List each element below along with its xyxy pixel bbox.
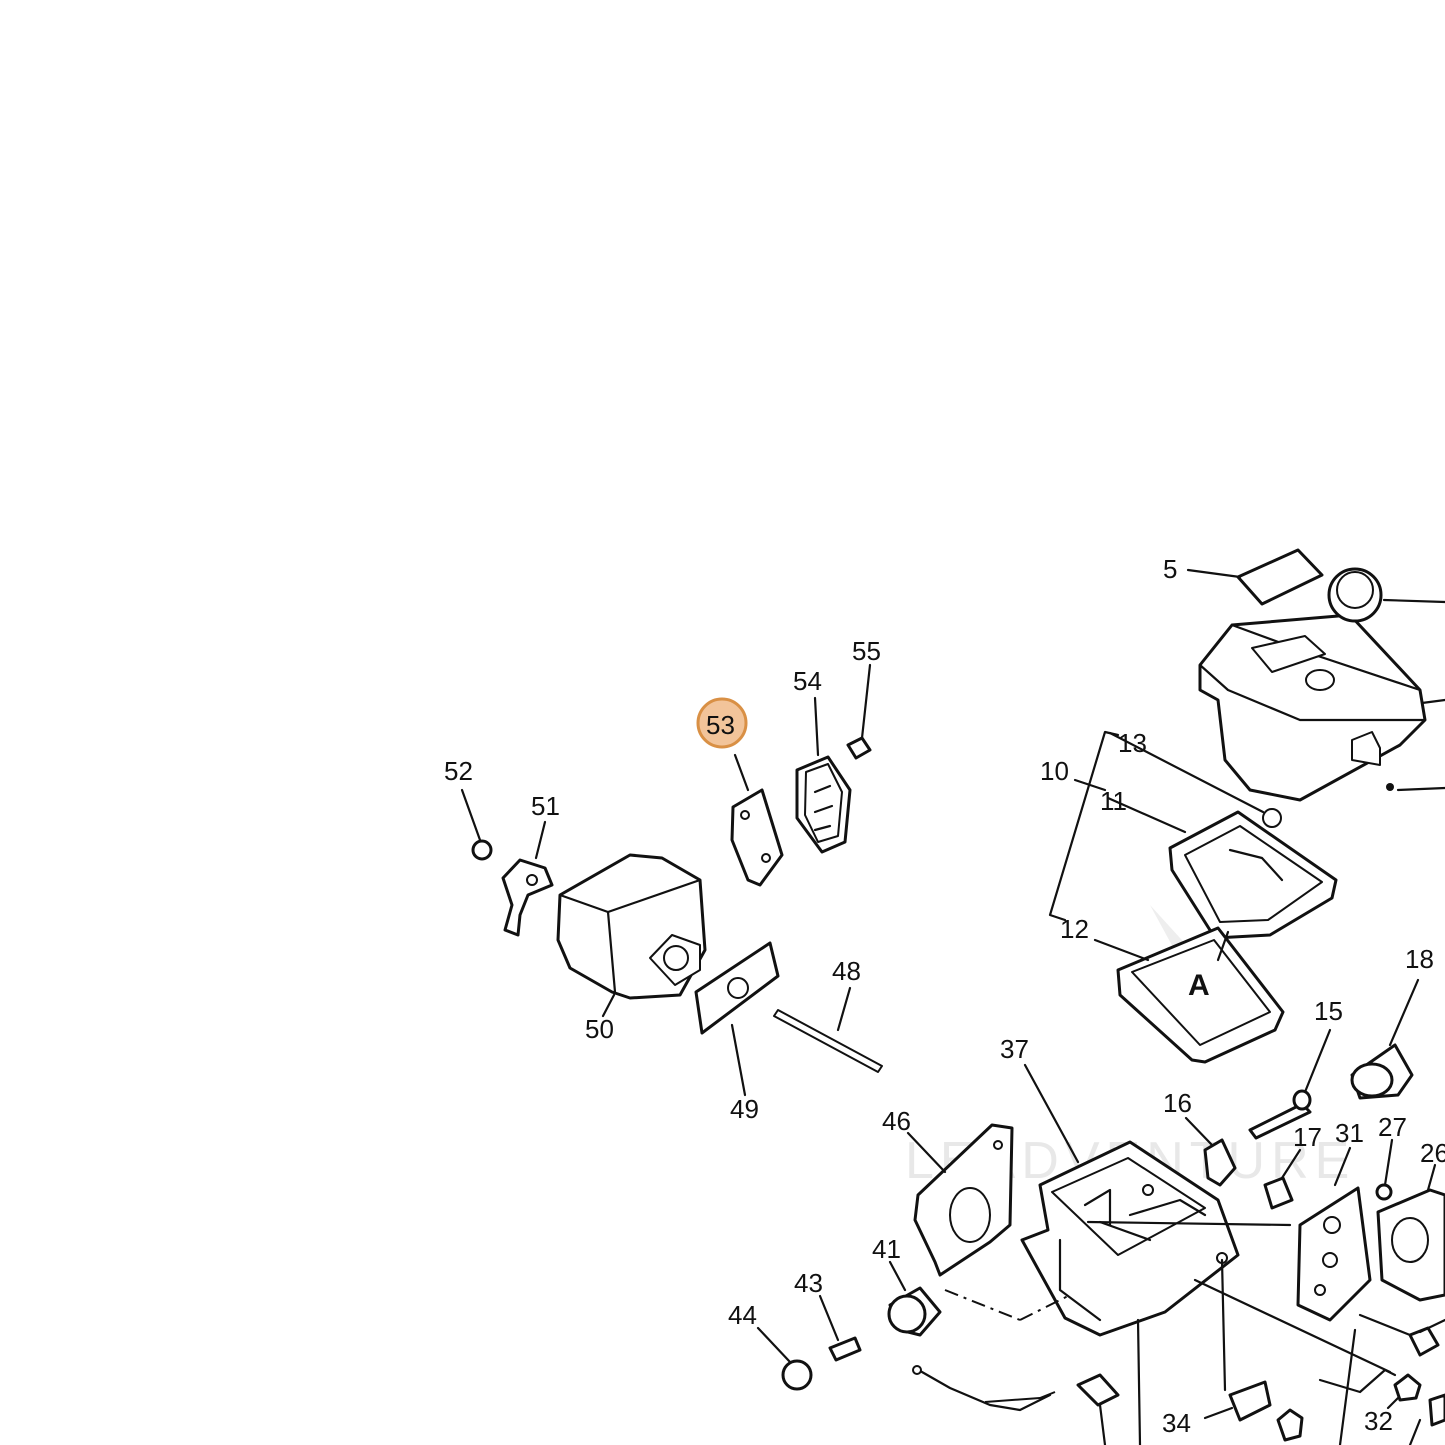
bracket-10-13	[1048, 730, 1265, 922]
part-27-ring[interactable]	[1375, 1138, 1394, 1201]
label-15: 15	[1314, 996, 1343, 1026]
label-46: 46	[882, 1106, 911, 1136]
throttle-cable[interactable]	[912, 1365, 1056, 1412]
part-37-main-housing[interactable]	[1020, 1063, 1292, 1337]
label-13: 13	[1118, 728, 1147, 758]
part-fitting[interactable]	[1076, 1318, 1142, 1445]
part-31-plate[interactable]	[1296, 1146, 1372, 1322]
label-53: 53	[706, 710, 735, 740]
label-17: 17	[1293, 1122, 1322, 1152]
part-15-bolt[interactable]	[1248, 1028, 1332, 1140]
part-16-clip[interactable]	[1184, 1116, 1237, 1187]
label-49: 49	[730, 1094, 759, 1124]
part-41-bushing[interactable]	[887, 1260, 1071, 1337]
part-52-nut[interactable]	[460, 788, 493, 861]
part-48-stud[interactable]	[773, 986, 883, 1073]
part-54-spark-arrester[interactable]	[795, 696, 852, 854]
part-43-screw[interactable]	[818, 1294, 862, 1362]
label-31: 31	[1335, 1118, 1364, 1148]
callout-A: A	[1188, 969, 1210, 1002]
label-27: 27	[1378, 1112, 1407, 1142]
fuel-tank-cover[interactable]	[1198, 567, 1445, 802]
part-5-plate[interactable]	[1186, 548, 1324, 606]
label-54: 54	[793, 666, 822, 696]
label-12: 12	[1060, 914, 1089, 944]
label-55: 55	[852, 636, 881, 666]
part-49-gasket[interactable]	[694, 941, 780, 1097]
part-46-gasket[interactable]	[906, 1123, 1014, 1277]
part-50-muffler[interactable]	[556, 853, 707, 1018]
highlight-marker[interactable]	[696, 697, 748, 749]
label-26: 26	[1420, 1138, 1445, 1168]
label-52: 52	[444, 756, 473, 786]
part-nut-bottom[interactable]	[1276, 1408, 1304, 1442]
part-53-gasket[interactable]	[730, 753, 784, 887]
part-11-air-filter-cover[interactable]	[1106, 796, 1338, 940]
label-11: 11	[1100, 786, 1127, 816]
label-16: 16	[1163, 1088, 1192, 1118]
label-37: 37	[1000, 1034, 1029, 1064]
spring-clip[interactable]	[1318, 1368, 1397, 1394]
label-44: 44	[728, 1300, 757, 1330]
label-41: 41	[872, 1234, 901, 1264]
part-44-grommet[interactable]	[756, 1326, 813, 1391]
part-55-screw[interactable]	[846, 663, 872, 760]
part-34-plate[interactable]	[1203, 1258, 1272, 1422]
label-10: 10	[1040, 756, 1069, 786]
label-43: 43	[794, 1268, 823, 1298]
part-32-nut[interactable]	[1386, 1373, 1422, 1410]
right-edge-parts[interactable]	[1193, 1278, 1445, 1445]
label-32: 32	[1364, 1406, 1393, 1436]
label-48: 48	[832, 956, 861, 986]
label-5: 5	[1163, 554, 1177, 584]
label-50: 50	[585, 1014, 614, 1044]
label-34: 34	[1162, 1408, 1191, 1438]
label-18: 18	[1405, 944, 1434, 974]
part-17-pad[interactable]	[1263, 1148, 1302, 1210]
part-18-knob[interactable]	[1350, 978, 1420, 1100]
label-51: 51	[531, 791, 560, 821]
part-12-air-filter-element[interactable]: A	[1093, 926, 1285, 1064]
part-26-housing[interactable]	[1376, 1163, 1445, 1302]
part-51-bracket[interactable]	[501, 820, 554, 937]
